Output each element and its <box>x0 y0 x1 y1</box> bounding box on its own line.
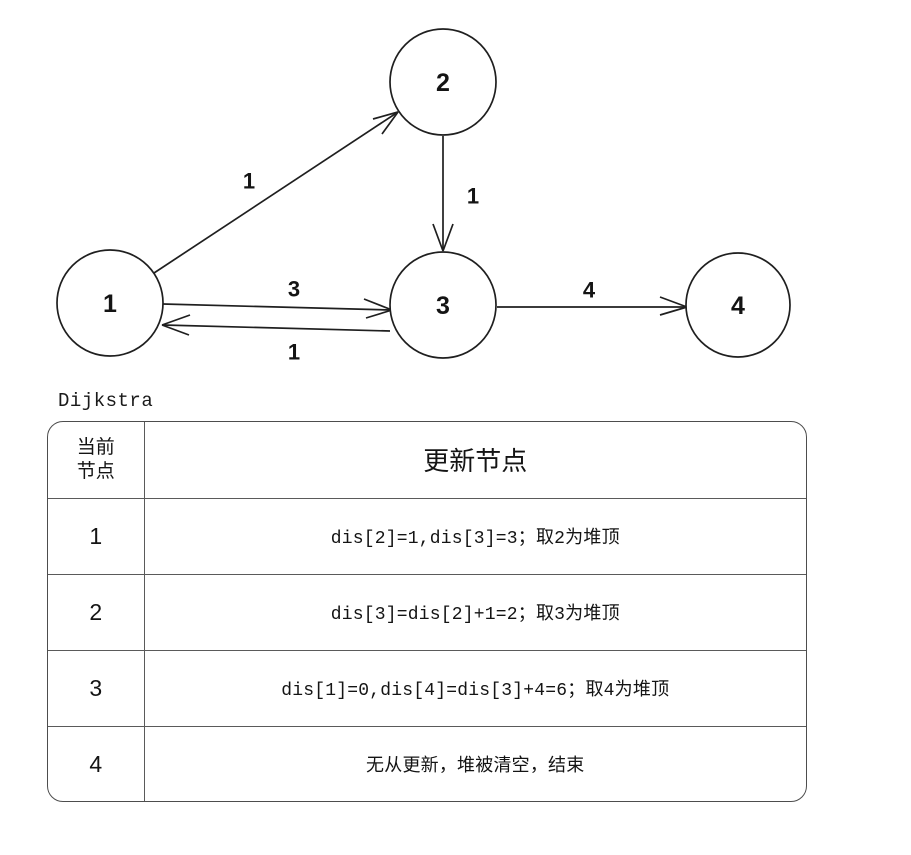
row-1-update: dis[2]=1,dis[3]=3；取2为堆顶 <box>144 497 806 574</box>
row-2-update: dis[3]=dis[2]+1=2；取3为堆顶 <box>144 573 806 650</box>
table-header-row: 当前 节点 更新节点 <box>48 422 806 498</box>
node-4[interactable]: 4 <box>685 252 791 358</box>
edge-label-1-to-2: 1 <box>243 169 255 194</box>
edge-2-to-3-arrowhead <box>432 223 454 252</box>
node-1-circle[interactable] <box>56 249 164 357</box>
node-2-label: 2 <box>436 69 450 97</box>
edge-1-to-3-line <box>162 303 392 311</box>
header-update-node: 更新节点 <box>423 446 528 477</box>
node-3-label: 3 <box>436 292 450 320</box>
node-2[interactable]: 2 <box>389 28 497 136</box>
graph-svg: 1 1 3 1 4 1 <box>56 28 791 365</box>
edge-1-to-3: 3 <box>162 277 393 319</box>
edge-1-to-2: 1 <box>153 111 399 274</box>
node-3[interactable]: 3 <box>389 251 497 359</box>
edge-label-2-to-3: 1 <box>467 184 479 209</box>
header-current-node: 当前 节点 <box>48 422 145 498</box>
edge-3-to-4: 4 <box>497 278 688 316</box>
edge-label-3-to-1: 1 <box>288 340 300 365</box>
node-2-circle[interactable] <box>389 28 497 136</box>
header-current-node-line2: 节点 <box>76 460 115 482</box>
table-row: 3 dis[1]=0,dis[4]=dis[3]+4=6；取4为堆顶 <box>48 649 806 726</box>
edge-label-1-to-3: 3 <box>288 277 300 302</box>
edge-label-3-to-4: 4 <box>583 278 596 303</box>
row-3-update: dis[1]=0,dis[4]=dis[3]+4=6；取4为堆顶 <box>144 649 806 726</box>
node-1-label: 1 <box>103 290 117 318</box>
edge-1-to-3-arrowhead <box>363 298 393 319</box>
row-4-node: 4 <box>48 725 145 801</box>
edge-3-to-1: 1 <box>161 314 391 365</box>
node-4-circle[interactable] <box>685 252 791 358</box>
edge-3-to-1-line <box>162 324 391 332</box>
dijkstra-table: 当前 节点 更新节点 1 dis[2]=1,dis[3]=3；取2为堆顶 2 d… <box>47 421 807 802</box>
header-current-node-line1: 当前 <box>76 437 115 459</box>
row-1-node: 1 <box>48 497 145 574</box>
table-row: 4 无从更新，堆被清空，结束 <box>48 725 806 801</box>
table-row: 2 dis[3]=dis[2]+1=2；取3为堆顶 <box>48 573 806 650</box>
edge-1-to-2-line <box>153 111 399 274</box>
edge-1-to-2-arrowhead <box>372 111 399 135</box>
edge-2-to-3: 1 <box>432 136 479 252</box>
node-3-circle[interactable] <box>389 251 497 359</box>
edge-3-to-4-arrowhead <box>659 296 688 316</box>
graph-diagram: 1 1 3 1 4 1 <box>0 0 911 390</box>
row-3-node: 3 <box>48 649 145 726</box>
node-4-label: 4 <box>731 292 745 320</box>
row-4-update: 无从更新，堆被清空，结束 <box>144 725 806 801</box>
node-1[interactable]: 1 <box>56 249 164 357</box>
table-caption: Dijkstra <box>58 390 154 412</box>
edge-3-to-1-arrowhead <box>161 314 191 336</box>
table-row: 1 dis[2]=1,dis[3]=3；取2为堆顶 <box>48 497 806 574</box>
row-2-node: 2 <box>48 573 145 650</box>
